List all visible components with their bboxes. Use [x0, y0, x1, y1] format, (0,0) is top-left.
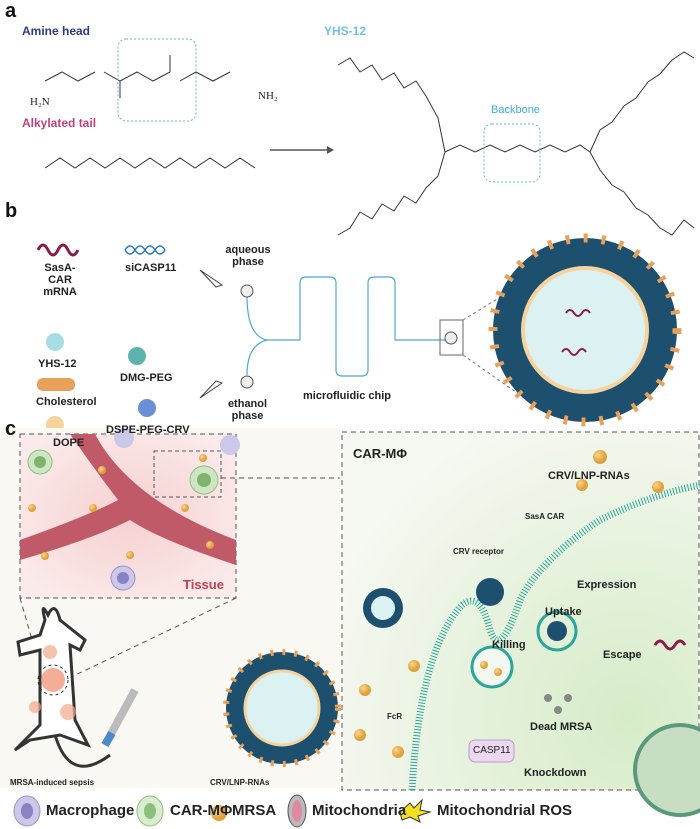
mouse-illustration [13, 607, 111, 768]
dmg-peg-icon [128, 347, 146, 365]
legend-macrophage: Macrophage [46, 802, 135, 819]
legend-mitochondrial-ros: Mitochondrial ROS [437, 802, 572, 819]
amine-head-label: Amine head [22, 24, 91, 38]
dead-mrsa-label: Dead MRSA [530, 721, 593, 733]
aqueous-inlet-arrow [199, 269, 224, 288]
nucleus [633, 723, 700, 817]
legend-icons [13, 794, 432, 828]
escape-label: Escape [603, 649, 642, 661]
ethanol-inlet-arrow [199, 380, 224, 399]
killing-label: Killing [492, 639, 526, 651]
expression-label: Expression [577, 579, 637, 591]
crv-receptor-label: CRV receptor [453, 547, 504, 556]
dope-label: DOPE [53, 437, 85, 449]
lnp-label-c: CRV/LNP-RNAs [210, 778, 270, 787]
legend-mrsa: MRSA [232, 802, 277, 819]
yhs12-icon [46, 333, 64, 351]
sasa-car-mrna-label: SasA-CAR mRNA [43, 262, 77, 298]
legend-mitochondria: Mitochondria [312, 802, 407, 819]
syringe-icon [101, 688, 139, 748]
uptake-label: Uptake [545, 606, 582, 618]
sicasp11-label: siCASP11 [125, 262, 177, 274]
ethanol-inlet [240, 375, 254, 389]
microfluidic-chip [246, 276, 445, 377]
atom-h2n: H₂N [30, 96, 50, 108]
aqueous-phase-label: aqueous phase [225, 244, 271, 268]
outlet-box [439, 319, 464, 356]
dspe-peg-crv-label: DSPE-PEG-CRV [106, 424, 190, 436]
lnp-small [223, 649, 341, 767]
amine-head-structure [44, 38, 231, 122]
yhs12-structure [337, 51, 695, 236]
microfluidic-chip-label: microfluidic chip [303, 390, 392, 402]
fcr-label: FcR [387, 712, 403, 721]
dspe-peg-crv-icon [138, 399, 156, 417]
ethanol-phase-label: ethanol phase [227, 398, 268, 422]
yhs12-label: YHS-12 [38, 358, 77, 370]
atom-nh2: NH₂ [258, 90, 278, 102]
casp11-label: CASP11 [473, 745, 511, 756]
cholesterol-label: Cholesterol [36, 396, 97, 408]
alkylated-tail-structure [44, 157, 256, 169]
backbone-label: Backbone [491, 104, 540, 116]
cell-membrane [408, 481, 700, 791]
cholesterol-icon [37, 378, 75, 391]
panel-label-a: a [5, 0, 17, 22]
casp11-box [468, 739, 515, 763]
legend-car-mphi: CAR-MΦ [170, 802, 233, 819]
sicasp11-icon [124, 245, 166, 255]
panel-label-b: b [5, 200, 18, 222]
knockdown-label: Knockdown [524, 767, 587, 779]
dmg-peg-label: DMG-PEG [120, 372, 173, 384]
lnp-label-b: CRV/LNP-RNAs [548, 470, 630, 482]
yhs12-title: YHS-12 [324, 24, 367, 38]
alkylated-tail-label: Alkylated tail [22, 116, 97, 130]
sepsis-label: MRSA-induced sepsis [10, 778, 95, 787]
sasa-car-label: SasA CAR [525, 512, 565, 521]
panel-label-c: c [5, 418, 17, 440]
car-mphi-title: CAR-MΦ [353, 446, 407, 461]
sasa-car-mrna-icon [36, 243, 80, 257]
tissue-label: Tissue [183, 577, 224, 592]
blood-vessel [20, 434, 236, 565]
aqueous-inlet [240, 284, 254, 298]
lnp-large [488, 233, 682, 427]
